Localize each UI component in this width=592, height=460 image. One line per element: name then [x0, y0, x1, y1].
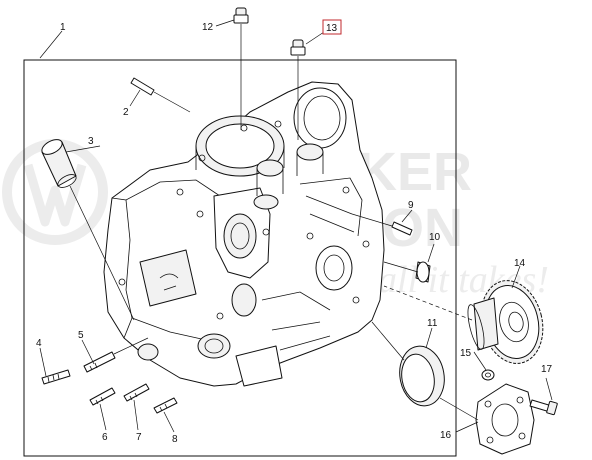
label-part-2[interactable]: 2: [123, 107, 129, 118]
gear-part-14[interactable]: [383, 274, 551, 370]
plug-part-12[interactable]: [233, 7, 249, 130]
seal-ring-part-11[interactable]: [371, 321, 449, 409]
label-part-13[interactable]: 13: [326, 23, 338, 34]
label-part-1[interactable]: 1: [60, 22, 66, 33]
housing-assembly-frame: [23, 59, 457, 457]
label-part-8[interactable]: 8: [172, 434, 178, 445]
cover-plate-part-16[interactable]: [439, 383, 535, 455]
label-part-11[interactable]: 11: [427, 318, 438, 329]
label-part-12[interactable]: 12: [202, 22, 214, 33]
label-part-9[interactable]: 9: [408, 200, 414, 211]
label-part-14[interactable]: 14: [514, 258, 526, 269]
bolt-part-17[interactable]: [529, 377, 558, 416]
label-part-16[interactable]: 16: [440, 430, 452, 441]
gear-housing[interactable]: [103, 81, 385, 387]
label-part-4[interactable]: 4: [36, 338, 42, 349]
bolt-part-7[interactable]: [123, 383, 150, 402]
housing-bolt-holes: [118, 120, 370, 320]
washer-part-15[interactable]: [481, 369, 495, 381]
bolt-part-6[interactable]: [89, 387, 116, 406]
pin-part-9[interactable]: [351, 213, 413, 236]
callout-labels: 1 12 13 2 3 4 5 6 7 8 9 10 11 14 15 16 1…: [36, 19, 553, 445]
label-part-17[interactable]: 17: [541, 364, 553, 375]
dowel-pin-part-2[interactable]: [130, 77, 191, 113]
callout-leaders: [39, 19, 521, 433]
stud-part-4[interactable]: [41, 369, 71, 385]
label-part-3[interactable]: 3: [88, 136, 94, 147]
plug-part-13[interactable]: [290, 39, 306, 140]
label-part-7[interactable]: 7: [136, 432, 142, 443]
label-part-5[interactable]: 5: [78, 330, 84, 341]
stud-part-5[interactable]: [83, 337, 149, 373]
bushing-part-10[interactable]: [383, 261, 431, 283]
label-part-10[interactable]: 10: [429, 232, 441, 243]
label-part-15[interactable]: 15: [460, 348, 472, 359]
highlight-box-part-13: [322, 19, 342, 35]
bolt-part-8[interactable]: [153, 397, 178, 414]
sleeve-part-3[interactable]: [39, 137, 135, 321]
label-part-6[interactable]: 6: [102, 432, 108, 443]
